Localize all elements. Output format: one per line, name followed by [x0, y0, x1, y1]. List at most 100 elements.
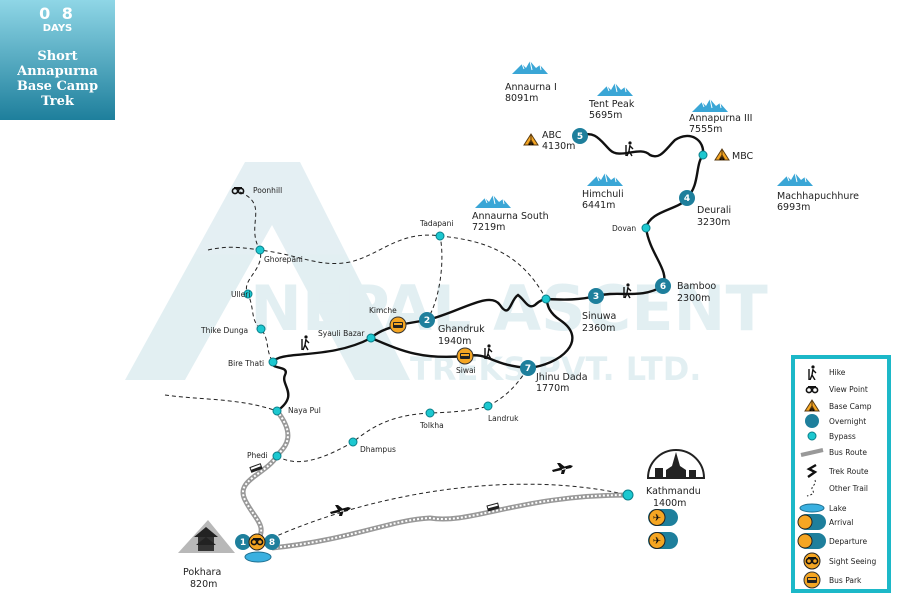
bus-park-icon [389, 316, 407, 334]
bus-icon [486, 502, 500, 512]
base-camp-icon [804, 399, 820, 412]
svg-text:Machhapuchhure: Machhapuchhure [777, 191, 859, 202]
base-camp-icon [714, 148, 730, 161]
bus-park-icon [456, 347, 474, 365]
svg-text:2: 2 [424, 316, 430, 326]
legend-bus-park: Bus Park [795, 571, 887, 589]
legend-arrival: Arrival [795, 513, 887, 531]
svg-text:4130m: 4130m [542, 141, 575, 152]
other-trail-icon [806, 479, 816, 497]
svg-text:Jhinu Dada: Jhinu Dada [535, 372, 588, 383]
bypass-points [243, 150, 708, 501]
legend-trek-route: Trek Route [795, 462, 887, 480]
svg-text:Sinuwa: Sinuwa [582, 311, 616, 322]
svg-text:Annapurna III: Annapurna III [689, 113, 752, 124]
view-point-icon [805, 385, 819, 394]
legend-base-camp: Base Camp [795, 397, 887, 415]
svg-text:5: 5 [577, 132, 583, 142]
svg-text:Bamboo: Bamboo [677, 281, 716, 292]
svg-text:✈: ✈ [653, 536, 661, 547]
departure-toggle: ✈ [648, 532, 678, 549]
place-labels: Poonhill Ghorepani Ulleri Thike Dunga Bi… [200, 151, 754, 509]
svg-text:8091m: 8091m [505, 93, 538, 104]
svg-text:1770m: 1770m [536, 383, 569, 394]
sight-seeing-icon [248, 533, 266, 551]
arrival-icon [797, 513, 826, 530]
svg-text:Ghandruk: Ghandruk [438, 324, 485, 335]
svg-text:✈: ✈ [653, 513, 661, 524]
svg-text:Deurali: Deurali [697, 205, 731, 216]
lake-icon [244, 551, 272, 563]
svg-text:5695m: 5695m [589, 110, 622, 121]
pokhara-temple-icon [178, 520, 235, 553]
sight-seeing-icon [803, 552, 821, 570]
svg-text:7219m: 7219m [472, 222, 505, 233]
svg-text:4: 4 [684, 194, 690, 204]
bypass-icon [807, 431, 817, 441]
svg-text:Syauli Bazar: Syauli Bazar [318, 329, 365, 338]
hike-icon [808, 364, 817, 380]
legend-overnight: Overnight [795, 412, 887, 430]
departure-icon [797, 532, 826, 549]
trip-title-box: 0 8 DAYS Short Annapurna Base Camp Trek [0, 0, 115, 120]
legend-sight-seeing: Sight Seeing [795, 552, 887, 570]
svg-text:6: 6 [660, 282, 666, 292]
arrival-toggle: ✈ [648, 509, 678, 526]
svg-text:Siwai: Siwai [456, 366, 476, 375]
overnight-icon [805, 414, 819, 428]
svg-text:Bire Thati: Bire Thati [228, 359, 264, 368]
days-label: DAYS [42, 23, 73, 34]
svg-text:ABC: ABC [542, 130, 562, 141]
svg-text:3230m: 3230m [697, 217, 730, 228]
svg-text:Dovan: Dovan [612, 224, 636, 233]
kathmandu-stupa-icon [646, 449, 706, 479]
days-number: 0 8 [39, 4, 76, 23]
svg-text:2360m: 2360m [582, 323, 615, 334]
svg-text:Pokhara: Pokhara [183, 567, 221, 578]
base-camp-icon [523, 133, 539, 146]
svg-text:Kimche: Kimche [369, 306, 397, 315]
svg-text:Poonhill: Poonhill [253, 186, 282, 195]
svg-text:1: 1 [240, 538, 246, 548]
svg-text:Tadapani: Tadapani [419, 219, 454, 228]
svg-text:6993m: 6993m [777, 202, 810, 213]
svg-text:Landruk: Landruk [488, 414, 519, 423]
svg-text:Himchuli: Himchuli [582, 189, 624, 200]
legend-other-trail: Other Trail [795, 479, 887, 497]
legend-lake: Lake [795, 499, 887, 517]
svg-text:1400m: 1400m [653, 498, 686, 509]
legend-view-point: View Point [795, 380, 887, 398]
svg-text:Phedi: Phedi [247, 451, 268, 460]
svg-text:Ghorepani: Ghorepani [264, 255, 303, 264]
svg-text:Kathmandu: Kathmandu [646, 486, 701, 497]
lake-icon [799, 503, 825, 513]
trek-route-icon [806, 464, 818, 478]
svg-text:6441m: 6441m [582, 200, 615, 211]
svg-text:Tent Peak: Tent Peak [588, 99, 635, 110]
svg-text:Naya Pul: Naya Pul [288, 406, 321, 415]
watermark: NEPAL ASCENT TREKS PVT. LTD. [125, 162, 768, 388]
svg-text:MBC: MBC [732, 151, 754, 162]
svg-text:Annaurna I: Annaurna I [505, 82, 557, 93]
svg-text:Dhampus: Dhampus [360, 445, 396, 454]
legend: Hike View Point Base Camp Overnight Bypa… [791, 355, 891, 593]
bus-icon [249, 463, 263, 473]
bus-route [240, 409, 629, 551]
legend-bypass: Bypass [795, 427, 887, 445]
plane-icon [552, 463, 573, 474]
bus-park-icon [803, 571, 821, 589]
trip-name: Short Annapurna Base Camp Trek [16, 49, 99, 109]
legend-departure: Departure [795, 532, 887, 550]
svg-text:1940m: 1940m [438, 336, 471, 347]
svg-text:820m: 820m [190, 579, 217, 590]
svg-text:Thike Dunga: Thike Dunga [200, 326, 248, 335]
legend-bus-route: Bus Route [795, 443, 887, 461]
svg-text:Annaurna South: Annaurna South [472, 211, 549, 222]
svg-text:Ulleri: Ulleri [231, 290, 250, 299]
svg-text:8: 8 [269, 538, 275, 548]
svg-text:2300m: 2300m [677, 293, 710, 304]
legend-hike: Hike [795, 363, 887, 381]
bus-route-icon [800, 448, 824, 457]
